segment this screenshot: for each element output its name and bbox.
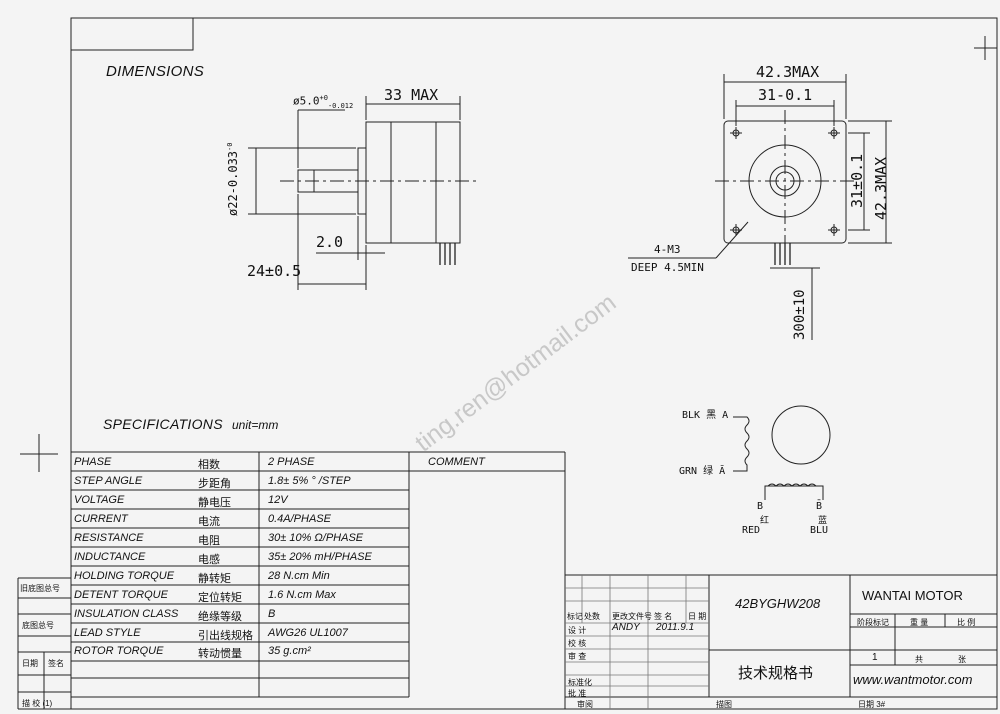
website: www.wantmotor.com — [853, 672, 973, 687]
sheet-total-label: 共 — [915, 655, 923, 664]
row-label-review: 审 查 — [568, 652, 587, 661]
screw-spec-label: 4-M3 — [654, 243, 681, 256]
header-label-count: 处数 — [584, 612, 600, 621]
spec-row-voltage: VOLTAGE 静电压 12V — [74, 494, 288, 509]
wire-blk-label: BLK 黑 A — [682, 410, 729, 421]
stage-label: 阶段标记 — [857, 618, 889, 627]
sheet-no-label: 张 — [958, 655, 966, 664]
designer-name: ANDY — [612, 622, 640, 633]
wire-red-cn: 红 — [760, 516, 770, 526]
wire-grn-label: GRN 绿 Ā — [679, 466, 726, 477]
wire-b-bar-label: B̄ — [816, 501, 823, 512]
vertical-spacing-label: 31±0.1 — [848, 153, 866, 208]
footer-trace-label: 描图 — [716, 700, 732, 709]
screw-depth-label: DEEP 4.5MIN — [631, 261, 704, 274]
dimensions-heading: DIMENSIONS — [106, 63, 205, 80]
boss-height-label: 2.0 — [316, 233, 344, 251]
unit-label: unit=mm — [232, 418, 279, 432]
sheet-count: 1 — [872, 652, 878, 663]
margin-trace: 描 校 (1) — [22, 699, 53, 708]
spec-row-lead-style: LEAD STYLE 引出线规格 AWG26 UL1007 — [74, 627, 348, 642]
specifications-heading: SPECIFICATIONS — [103, 416, 223, 432]
margin-base-number: 底图总号 — [22, 621, 54, 630]
row-label-standard: 标准化 — [568, 678, 592, 687]
shaft-length-label: 24±0.5 — [247, 262, 302, 280]
margin-sign: 签名 — [48, 659, 64, 668]
design-date: 2011.9.1 — [656, 622, 695, 633]
boss-diameter-label: ø22-0.033-0 — [226, 142, 240, 216]
spec-row-resistance: RESISTANCE 电阻 30± 10% Ω/PHASE — [74, 532, 364, 547]
footer-review-label: 审阅 — [577, 700, 593, 709]
company-name: WANTAI MOTOR — [862, 588, 963, 603]
lead-length-label: 300±10 — [792, 289, 808, 340]
wire-b-label: B — [757, 501, 764, 512]
spec-row-insulation-class: INSULATION CLASS 绝缘等级 B — [74, 608, 276, 623]
header-label-change-doc: 更改文件号 — [612, 612, 652, 621]
footer-date-label: 日期 3# — [858, 700, 886, 709]
model-number: 42BYGHW208 — [735, 596, 821, 611]
spec-row-current: CURRENT 电流 0.4A/PHASE — [74, 513, 331, 528]
width-max-label: 42.3MAX — [756, 63, 820, 81]
spec-row-detent-torque: DETENT TORQUE 定位转矩 1.6 N.cm Max — [74, 589, 336, 604]
margin-old-number: 旧底图总号 — [20, 584, 60, 593]
spec-row-rotor-torque: ROTOR TORQUE 转动惯量 35 g.cm² — [74, 645, 311, 660]
row-label-approve: 批 准 — [568, 689, 587, 698]
row-label-design: 设 计 — [568, 626, 587, 635]
spec-row-step-angle: STEP ANGLE 步距角 1.8± 5% ° /STEP — [74, 475, 351, 490]
spec-row-holding-torque: HOLDING TORQUE 静转矩 28 N.cm Min — [74, 570, 330, 585]
height-max-label: 42.3MAX — [872, 156, 890, 220]
spec-row-phase: PHASE 相数 2 PHASE — [74, 456, 315, 471]
wire-blu-cn: 蓝 — [818, 516, 828, 526]
margin-date: 日期 — [22, 659, 38, 668]
length-max-label: 33 MAX — [384, 86, 439, 104]
shaft-diameter-label: ø5.0+0-0.012 — [293, 94, 354, 110]
scale-label: 比 例 — [957, 618, 976, 627]
wire-blu-label: BLU — [810, 525, 829, 536]
document-title: 技术规格书 — [738, 664, 814, 682]
header-label-sign: 签 名 — [654, 612, 673, 621]
header-label-date: 日 期 — [688, 612, 707, 621]
spec-row-inductance: INDUCTANCE 电感 35± 20% mH/PHASE — [74, 551, 372, 566]
comment-header: COMMENT — [428, 456, 485, 468]
header-label-mark: 标记 — [567, 612, 583, 621]
wire-red-label: RED — [742, 525, 761, 536]
hole-spacing-label: 31-0.1 — [758, 86, 813, 104]
weight-label: 重 量 — [910, 618, 929, 627]
row-label-check: 校 核 — [568, 639, 587, 648]
